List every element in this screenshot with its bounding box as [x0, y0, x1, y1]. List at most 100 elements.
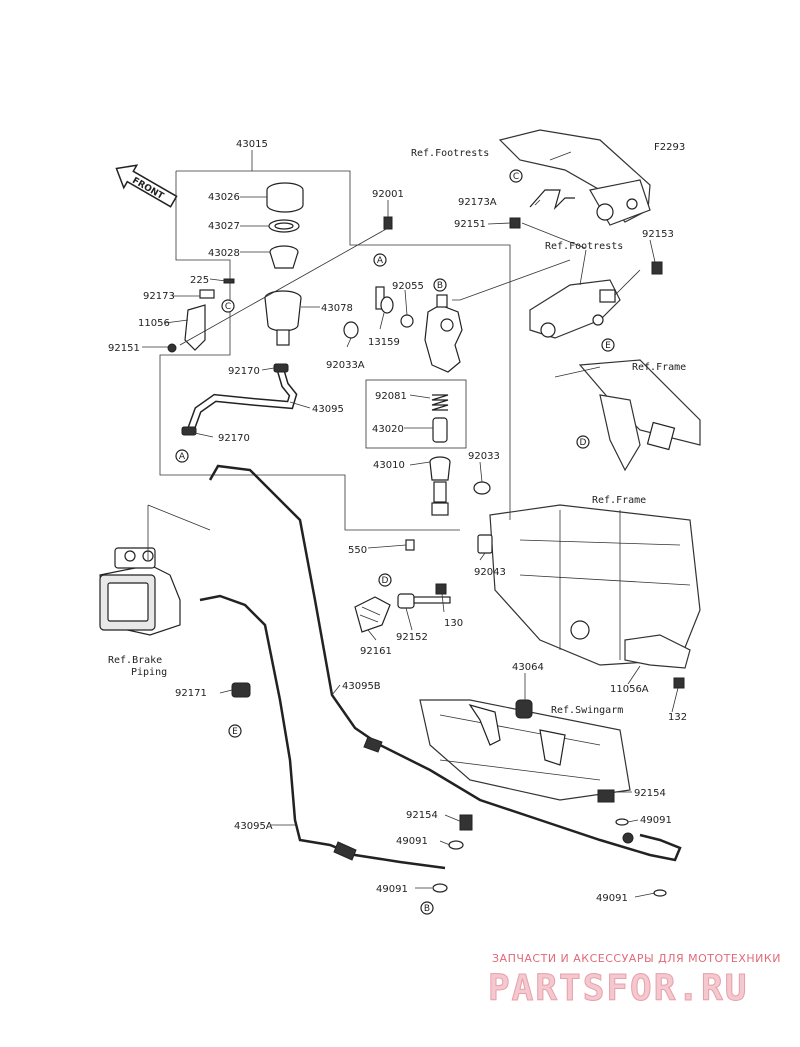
- group-outline-43015: [159, 170, 511, 531]
- part-label: 43027: [208, 221, 240, 232]
- part-label: 550: [348, 545, 367, 556]
- part-label: 49091: [640, 815, 672, 826]
- svg-text:B: B: [437, 281, 443, 291]
- ref-label: Ref.Swingarm: [551, 705, 623, 716]
- svg-text:C: C: [513, 172, 519, 182]
- washer-49091-b: [432, 883, 448, 893]
- abs-leader: [147, 504, 211, 560]
- ref-label: Ref.Footrests: [545, 241, 623, 252]
- footrest-bracket-upper: [498, 129, 651, 226]
- reservoir-tank: [264, 290, 302, 346]
- banjo-bolt-right: [597, 789, 615, 803]
- part-label: 92170: [228, 366, 260, 377]
- part-label: 92154: [406, 810, 438, 821]
- part-label: 92033: [468, 451, 500, 462]
- part-label: 43010: [373, 460, 405, 471]
- part-label: 43020: [372, 424, 404, 435]
- callout-b-bottom: B: [420, 901, 434, 915]
- bolt-92151-upper: [509, 217, 521, 229]
- part-label: 43026: [208, 192, 240, 203]
- bolt-132: [673, 677, 685, 689]
- svg-text:A: A: [179, 452, 186, 462]
- leader-lines: [142, 150, 679, 898]
- watermark-tagline: ЗАПЧАСТИ И АКСЕССУАРЫ ДЛЯ МОТОТЕХНИКИ: [492, 952, 781, 965]
- hose-clamp-upper: [273, 363, 289, 373]
- o-ring-13159: [380, 296, 394, 314]
- bolt-92001: [383, 216, 393, 230]
- circlip-92033: [473, 481, 491, 495]
- reservoir-cap: [266, 182, 304, 213]
- push-rod-assembly: [429, 456, 451, 516]
- part-label: 92170: [218, 433, 250, 444]
- ref-label: Ref.Frame: [632, 362, 686, 373]
- ref-label: Ref.Brake: [108, 655, 162, 666]
- swingarm-section: [419, 699, 631, 801]
- part-label: 92001: [372, 189, 404, 200]
- callout-c-left: C: [221, 299, 235, 313]
- spring-92081: [431, 394, 449, 411]
- footrest-bracket-rear: [529, 279, 621, 339]
- svg-text:E: E: [232, 727, 238, 737]
- nut-130: [435, 583, 447, 595]
- svg-text:A: A: [377, 256, 384, 266]
- part-label: 92153: [642, 229, 674, 240]
- brake-pipe-43095b: [208, 464, 682, 862]
- part-label: 92173: [143, 291, 175, 302]
- bushing-92043: [477, 534, 493, 554]
- part-label: 130: [444, 618, 463, 629]
- part-labels: 43015 43026 43027 43028 225 92173 11056 …: [108, 139, 687, 904]
- ref-label: Piping: [131, 667, 167, 678]
- callout-a-top: A: [373, 253, 387, 267]
- diaphragm: [269, 245, 299, 269]
- part-label: 13159: [368, 337, 400, 348]
- grommet-43064: [515, 699, 533, 719]
- fitting-right: [622, 832, 634, 844]
- callout-e-top: E: [601, 338, 615, 352]
- callout-b-top: B: [433, 278, 447, 292]
- part-label: 92151: [108, 343, 140, 354]
- circlip-92033a: [343, 321, 359, 339]
- bolt-92152: [397, 593, 451, 609]
- pipe-joint-lower: [333, 841, 357, 861]
- clevis-pivot: [354, 596, 391, 633]
- pipe-joint-upper: [363, 736, 383, 753]
- pipe-clip-92171: [231, 682, 251, 698]
- watermark: ЗАПЧАСТИ И АКСЕССУАРЫ ДЛЯ МОТОТЕХНИКИ PA…: [488, 952, 781, 1010]
- brake-pipe-43095a: [199, 594, 446, 870]
- part-label: 43015: [236, 139, 268, 150]
- part-label: 43064: [512, 662, 544, 673]
- part-label: 43095A: [234, 821, 273, 832]
- spring-92173a: [529, 189, 575, 211]
- master-cylinder-body: [424, 294, 463, 373]
- part-label: 49091: [396, 836, 428, 847]
- callout-d-top: D: [378, 573, 392, 587]
- ref-labels: Ref.Footrests Ref.Footrests Ref.Frame Re…: [108, 148, 686, 716]
- part-label: 225: [190, 275, 209, 286]
- watermark-brand: PARTSFOR.RU: [488, 968, 748, 1009]
- part-label: 49091: [596, 893, 628, 904]
- part-label: 92171: [175, 688, 207, 699]
- part-label: 92154: [634, 788, 666, 799]
- svg-text:D: D: [382, 576, 389, 586]
- part-label: 92151: [454, 219, 486, 230]
- svg-text:B: B: [424, 904, 430, 914]
- diaphragm-plate: [268, 219, 300, 233]
- part-label: 11056A: [610, 684, 649, 695]
- part-label: 43078: [321, 303, 353, 314]
- part-label: 92055: [392, 281, 424, 292]
- part-label: 92081: [375, 391, 407, 402]
- part-label: 43095: [312, 404, 344, 415]
- washer-49091-c: [615, 818, 629, 826]
- part-label: 92152: [396, 632, 428, 643]
- abs-unit: [99, 547, 181, 636]
- frame-section-upper: [578, 359, 701, 472]
- reservoir-hose-inner: [187, 367, 296, 433]
- washer-49091-d: [653, 889, 667, 897]
- part-label: 49091: [376, 884, 408, 895]
- callout-c-top: C: [509, 169, 523, 183]
- o-ring-92055: [400, 314, 414, 328]
- ref-label: Ref.Frame: [592, 495, 646, 506]
- svg-text:E: E: [605, 341, 611, 351]
